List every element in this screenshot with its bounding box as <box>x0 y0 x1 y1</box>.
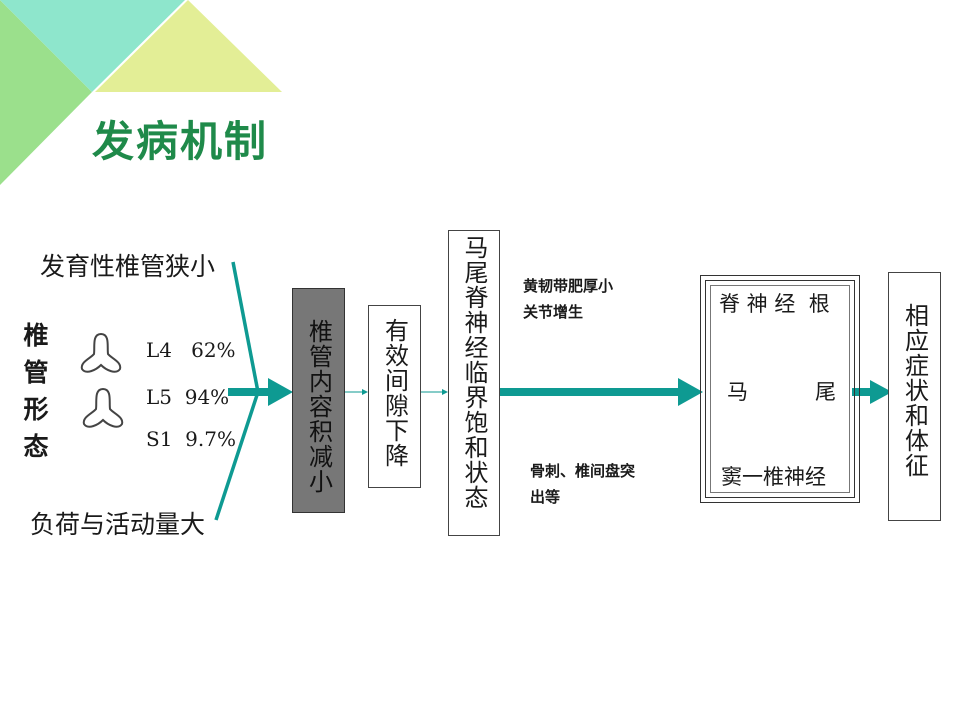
box-volume-reduced-text: 椎管内容积减小 <box>304 319 333 494</box>
stat-value: 94% <box>184 385 230 409</box>
stat-value: 62% <box>191 338 236 362</box>
factor-line: 黄韧带肥厚小 <box>523 277 614 295</box>
stat-value: 9.7% <box>185 427 236 451</box>
stat-s1: S1 9.7% <box>146 427 236 451</box>
stat-l5: L5 94% <box>146 385 229 409</box>
line-bottom-factor <box>214 391 260 521</box>
page-title: 发病机制 <box>92 117 269 166</box>
cauda-label-right: 尾 <box>815 380 836 404</box>
box-symptoms-text: 相应症状和体征 <box>900 303 929 478</box>
factor-bone-spur-disc: 骨刺、椎间盘突 出等 <box>530 458 635 510</box>
arrow-head-main <box>268 378 293 406</box>
factor-line: 骨刺、椎间盘突 <box>530 462 636 480</box>
sinuvertebral-label: 窦一椎神经 <box>721 465 826 489</box>
label-developmental-stenosis: 发育性椎管狭小 <box>40 252 216 281</box>
thin-arrow-head-1 <box>362 389 368 395</box>
thin-arrow-head-2 <box>442 389 448 395</box>
nerve-root-label: 脊 神 经 根 <box>719 292 830 316</box>
stat-level: S1 <box>146 427 173 451</box>
factor-ligament-hypertrophy: 黄韧带肥厚小 关节增生 <box>523 273 613 325</box>
trefoil-canal-icon-1 <box>80 332 122 373</box>
box-nerve-outer: 脊 神 经 根 马 尾 窦一椎神经 <box>700 275 860 503</box>
stat-level: L4 <box>146 338 173 362</box>
cauda-label-left: 马 <box>727 380 748 404</box>
trefoil-canal-icon-2 <box>82 387 124 428</box>
line-top-factor <box>231 261 260 393</box>
label-canal-shape: 椎管形态 <box>20 322 49 470</box>
corner-decoration <box>0 0 282 185</box>
box-critical-state-text: 马尾脊神经临界饱和状态 <box>460 235 488 510</box>
arrow-head-long <box>678 378 703 406</box>
factor-line: 关节增生 <box>523 303 584 321</box>
box-gap-decrease-text: 有效间隙下降 <box>380 318 409 468</box>
arrow-head-final <box>870 380 892 404</box>
corner-triangle-lime <box>95 0 282 92</box>
corner-triangle-green <box>0 0 92 185</box>
factor-line: 出等 <box>530 488 561 506</box>
box-symptoms: 相应症状和体征 <box>888 272 941 521</box>
box-nerve-inner <box>705 280 855 498</box>
box-nerve-inner-line <box>710 285 850 493</box>
corner-triangle-mint <box>0 0 185 92</box>
box-critical-state: 马尾脊神经临界饱和状态 <box>448 230 500 536</box>
stat-level: L5 <box>146 385 173 409</box>
box-gap-decrease: 有效间隙下降 <box>368 305 421 488</box>
label-load-and-activity: 负荷与活动量大 <box>30 510 206 539</box>
box-volume-reduced: 椎管内容积减小 <box>292 288 345 513</box>
stat-l4: L4 62% <box>146 338 236 362</box>
